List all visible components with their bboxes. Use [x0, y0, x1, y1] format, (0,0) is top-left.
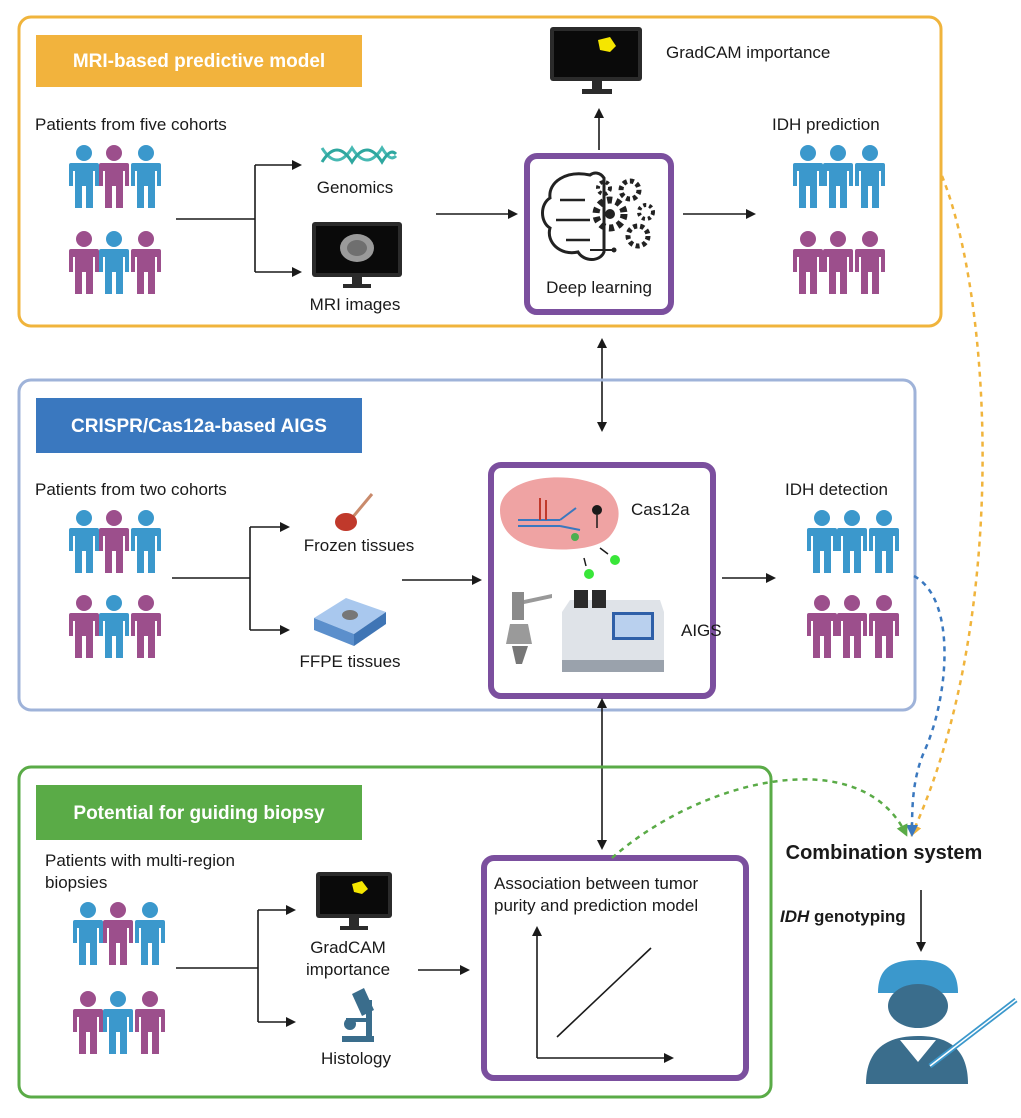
- biopsy-panel-title: Potential for guiding biopsy: [73, 803, 325, 824]
- crispr-patients-group-icon: [69, 510, 161, 658]
- biopsy-gradcam-monitor-icon: [316, 872, 392, 930]
- histology-label: Histology: [321, 1049, 391, 1068]
- microscope-icon: [342, 988, 374, 1042]
- crispr-patients-label: Patients from two cohorts: [35, 480, 227, 499]
- frozen-tissues-label: Frozen tissues: [304, 536, 415, 555]
- detection-to-combination-dashed-arrow: [906, 574, 946, 837]
- biopsy-panel: Potential for guiding biopsy Patients wi…: [17, 765, 773, 1099]
- biopsy-branch-connector: [176, 905, 296, 1027]
- association-to-combination-dashed-arrow: [611, 778, 908, 859]
- biopsy-patients-label-line2: biopsies: [45, 873, 107, 892]
- mri-panel-header: [36, 35, 362, 87]
- mri-panel-border: [17, 15, 943, 328]
- mri-images-label: MRI images: [310, 295, 401, 314]
- mri-panel: MRI-based predictive model Patients from…: [17, 15, 943, 328]
- crispr-panel-header: [36, 398, 362, 453]
- biopsy-patients-group-icon: [73, 902, 165, 1054]
- association-trend-line: [556, 947, 652, 1038]
- prediction-to-combination-dashed-arrow: [910, 175, 984, 837]
- crispr-panel-border: [17, 378, 917, 712]
- mri-monitor-icon: [312, 222, 402, 288]
- mri-panel-title: MRI-based predictive model: [73, 51, 325, 72]
- surgeon-icon: [866, 960, 1018, 1084]
- association-label-line1: Association between tumor: [494, 874, 698, 893]
- association-box: [481, 855, 749, 1081]
- aigs-device-icon: [506, 590, 664, 672]
- idh-prediction-label: IDH prediction: [772, 115, 880, 134]
- biopsy-gradcam-label-line2: importance: [306, 960, 390, 979]
- brain-gears-icon: [541, 171, 655, 261]
- biopsy-panel-header: [36, 785, 362, 840]
- detection-patients-group-icon: [807, 510, 899, 658]
- biopsy-patients-label-line1: Patients with multi-region: [45, 851, 235, 870]
- ffpe-cassette-icon: [314, 598, 386, 646]
- frozen-tissue-icon: [335, 493, 374, 531]
- mri-patients-group-icon: [69, 145, 161, 294]
- prediction-patients-group-icon: [793, 145, 885, 294]
- gradcam-monitor-icon: [550, 27, 642, 94]
- combination-system-title: Combination system: [786, 842, 983, 864]
- mri-patients-label: Patients from five cohorts: [35, 115, 227, 134]
- cas12a-icon: [500, 477, 620, 579]
- biopsy-gradcam-label-line1: GradCAM: [310, 938, 386, 957]
- crispr-branch-connector: [172, 522, 290, 635]
- association-label-line2: purity and prediction model: [494, 896, 698, 915]
- idh-genotyping-label: IDH genotyping: [780, 907, 906, 926]
- genomics-label: Genomics: [317, 178, 394, 197]
- dna-icon: [320, 145, 398, 165]
- ffpe-tissues-label: FFPE tissues: [299, 652, 400, 671]
- association-plot: [532, 926, 674, 1063]
- mri-branch-connector: [176, 160, 302, 277]
- crispr-panel: CRISPR/Cas12a-based AIGS Patients from t…: [17, 378, 917, 712]
- deep-learning-label: Deep learning: [546, 278, 652, 297]
- aigs-label: AIGS: [681, 621, 722, 640]
- crispr-panel-title: CRISPR/Cas12a-based AIGS: [71, 416, 327, 437]
- gradcam-label: GradCAM importance: [666, 43, 830, 62]
- idh-genotyping-rest: genotyping: [809, 907, 905, 926]
- biopsy-panel-border: [17, 765, 773, 1099]
- idh-detection-label: IDH detection: [785, 480, 888, 499]
- idh-genotyping-gene: IDH: [780, 907, 810, 926]
- cas12a-label: Cas12a: [631, 500, 690, 519]
